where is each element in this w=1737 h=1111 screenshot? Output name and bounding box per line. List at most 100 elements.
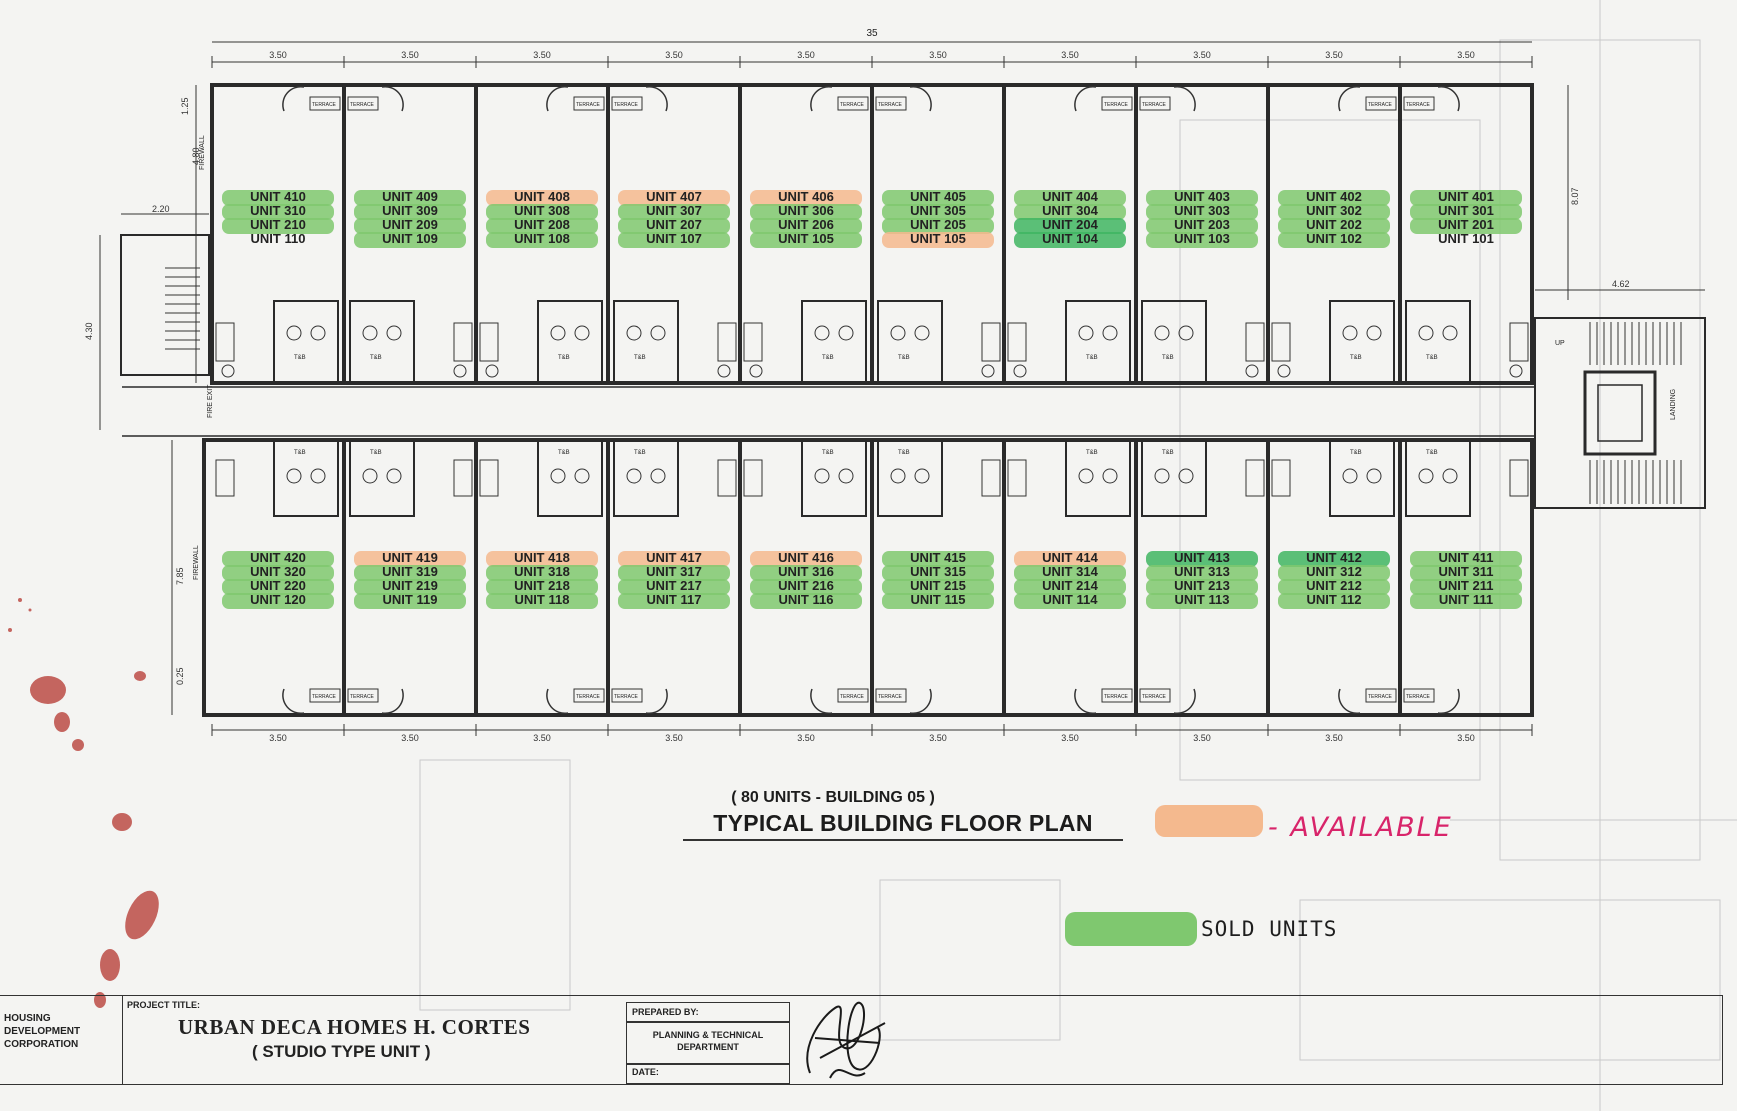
unit-number-bottom: UNIT 214 — [1042, 578, 1098, 593]
tb-label: T&B — [1426, 450, 1438, 456]
unit-number-bottom: UNIT 119 — [383, 592, 438, 607]
tb-room — [801, 439, 867, 517]
unit-number-bottom: UNIT 319 — [382, 564, 438, 579]
stair-up-label: UP — [1555, 340, 1565, 347]
highlight-sold — [222, 551, 334, 567]
terrace-box — [837, 96, 869, 111]
unit-number-bottom: UNIT 213 — [1174, 578, 1230, 593]
terrace-box — [875, 688, 907, 703]
toilet-fixture — [890, 325, 906, 341]
highlight-sold_dark — [1014, 232, 1126, 248]
highlight-sold — [354, 565, 466, 581]
dimension-corridor: 4.30 — [84, 322, 94, 340]
unit-number-top: UNIT 306 — [778, 203, 834, 218]
terrace-label: TERRACE — [1368, 102, 1393, 108]
highlight-sold — [1146, 190, 1258, 206]
highlight-sold — [882, 218, 994, 234]
tb-label: T&B — [370, 450, 382, 456]
unit-number-top: UNIT 403 — [1174, 189, 1230, 204]
highlight-sold — [1410, 565, 1522, 581]
dimension-side: 7.85 — [175, 567, 185, 585]
unit-number-top: UNIT 407 — [646, 189, 702, 204]
unit-number-bottom: UNIT 115 — [911, 592, 966, 607]
title-block-company-cell — [0, 995, 123, 1085]
tb-label: T&B — [558, 450, 570, 456]
terrace-box — [1365, 96, 1397, 111]
highlight-sold — [882, 204, 994, 220]
unit-number-top: UNIT 408 — [514, 189, 570, 204]
dimension-bay-bottom: 3.50 — [797, 733, 815, 743]
tb-label: T&B — [634, 450, 646, 456]
dimension-bay-top: 3.50 — [1457, 50, 1475, 60]
highlight-sold — [618, 204, 730, 220]
floor-plan-title: TYPICAL BUILDING FLOOR PLAN — [683, 810, 1123, 841]
legend-sold-label: SOLD UNITS — [1201, 917, 1338, 941]
unit-number-bottom: UNIT 212 — [1306, 578, 1362, 593]
highlight-sold — [486, 593, 598, 609]
door-swing — [909, 688, 932, 715]
drain-fixture — [981, 364, 995, 378]
drain-fixture — [485, 364, 499, 378]
toilet-fixture — [890, 468, 906, 484]
dimension-bay-top: 3.50 — [1061, 50, 1079, 60]
door-swing — [1338, 688, 1361, 715]
unit-number-bottom: UNIT 315 — [910, 564, 966, 579]
highlight-sold — [222, 218, 334, 234]
unit-number-bottom: UNIT 416 — [778, 550, 834, 565]
toilet-fixture — [286, 468, 302, 484]
terrace-label: TERRACE — [614, 694, 639, 700]
terrace-label: TERRACE — [878, 694, 903, 700]
dimension-bay-bottom: 3.50 — [1325, 733, 1343, 743]
tb-room — [801, 300, 867, 384]
highlight-sold — [1410, 190, 1522, 206]
department-name: PLANNING & TECHNICAL DEPARTMENT — [632, 1029, 784, 1053]
tb-room — [349, 300, 415, 384]
highlight-sold — [222, 579, 334, 595]
highlight-sold — [1014, 579, 1126, 595]
unit-number-bottom: UNIT 120 — [250, 592, 306, 607]
highlight-sold — [750, 593, 862, 609]
kitchen-counter — [1007, 322, 1027, 362]
dimension-bay-top: 3.50 — [1325, 50, 1343, 60]
sink-fixture — [914, 325, 930, 341]
tb-room — [537, 300, 603, 384]
highlight-sold — [750, 579, 862, 595]
legend-available-swatch — [1155, 805, 1263, 837]
unit-number-top: UNIT 309 — [382, 203, 438, 218]
tb-label: T&B — [1086, 355, 1098, 361]
unit-number-bottom: UNIT 318 — [514, 564, 570, 579]
highlight-available — [882, 232, 994, 248]
unit-number-bottom: UNIT 211 — [1439, 578, 1494, 593]
prepared-by-cell — [626, 1002, 790, 1084]
legend-sold-swatch — [1065, 912, 1197, 946]
tb-label: T&B — [1086, 450, 1098, 456]
door-swing — [282, 85, 305, 112]
tb-label: T&B — [1162, 355, 1174, 361]
unit-number-top: UNIT 210 — [250, 217, 306, 232]
dimension-side: 0.25 — [175, 667, 185, 685]
tb-label: T&B — [1162, 450, 1174, 456]
kitchen-counter — [453, 322, 473, 362]
unit-number-bottom: UNIT 317 — [646, 564, 702, 579]
highlight-available — [486, 190, 598, 206]
highlight-sold — [1278, 190, 1390, 206]
highlight-sold_dark — [1278, 551, 1390, 567]
kitchen-counter — [479, 459, 499, 497]
kitchen-counter — [1509, 459, 1529, 497]
dimension-bay-bottom: 3.50 — [533, 733, 551, 743]
terrace-label: TERRACE — [1142, 102, 1167, 108]
tb-label: T&B — [898, 450, 910, 456]
drain-fixture — [1245, 364, 1259, 378]
terrace-box — [309, 96, 341, 111]
unit-number-top: UNIT 203 — [1174, 217, 1230, 232]
terrace-box — [1365, 688, 1397, 703]
sink-fixture — [386, 325, 402, 341]
toilet-fixture — [1418, 325, 1434, 341]
highlight-sold — [1410, 551, 1522, 567]
tb-label: T&B — [294, 450, 306, 456]
door-swing — [645, 85, 668, 112]
unit-number-top: UNIT 410 — [250, 189, 306, 204]
terrace-box — [347, 96, 379, 111]
sink-fixture — [1366, 325, 1382, 341]
